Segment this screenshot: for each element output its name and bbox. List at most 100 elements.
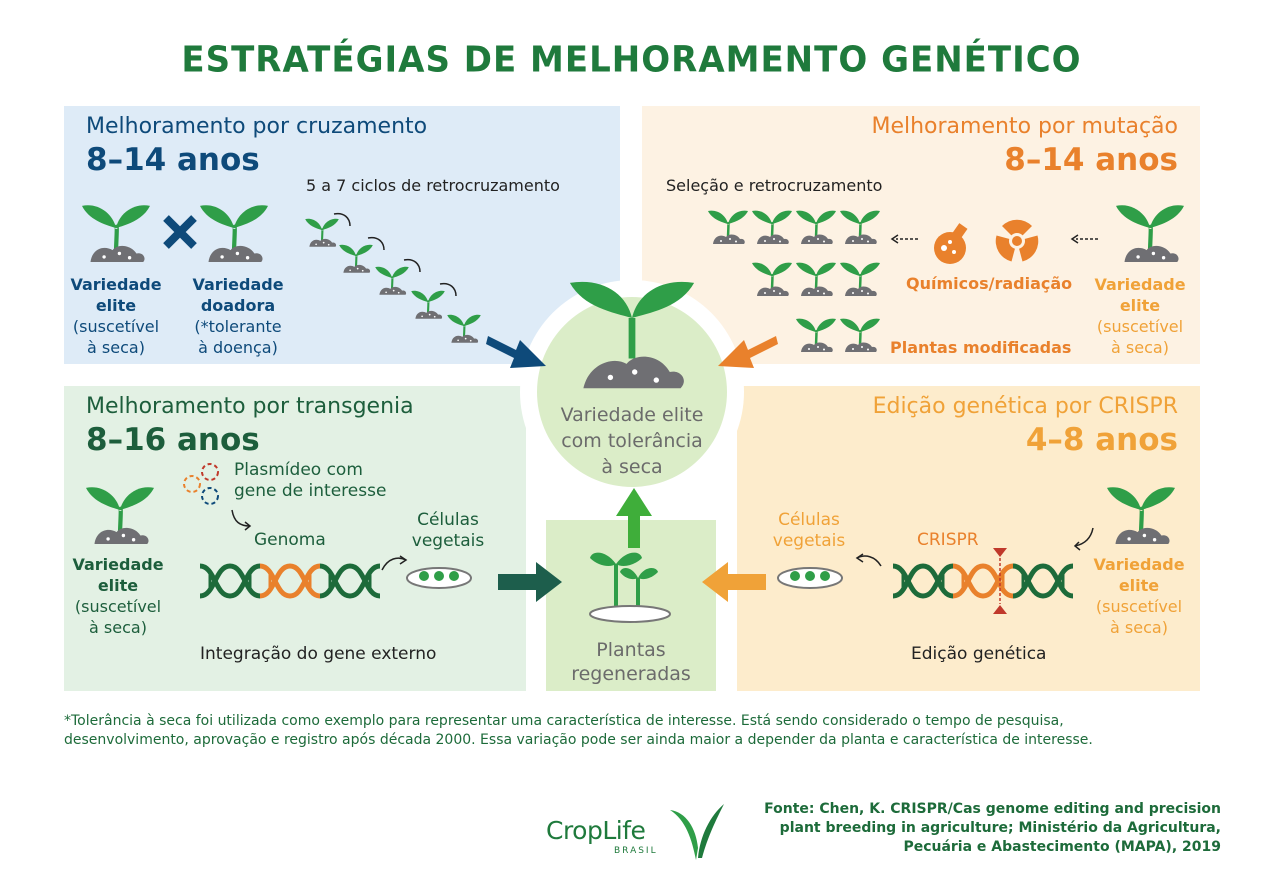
elite-mut-l1: Variedade — [1094, 275, 1186, 294]
footnote-l2: desenvolvimento, aprovação e registro ap… — [64, 732, 1093, 748]
center-l2: com tolerância — [561, 430, 703, 452]
plasmid-l1: Plasmídeo com — [234, 460, 363, 480]
cells-label-trans: Células vegetais — [408, 510, 488, 552]
center-label: Variedade elite com tolerância à seca — [537, 402, 727, 480]
elite-label-trans: Variedade elite (suscetível à seca) — [68, 554, 168, 638]
years-transgenia: 8–16 anos — [86, 422, 260, 458]
heading-mutacao: Melhoramento por mutação — [871, 114, 1178, 139]
elite-crispr-l2: elite — [1118, 576, 1160, 595]
cells-label-crispr: Células vegetais — [767, 510, 851, 552]
source-l1: Fonte: Chen, K. CRISPR/Cas genome editin… — [764, 801, 1221, 817]
elite-crispr-l1: Variedade — [1093, 555, 1185, 574]
donor-label-l1: Variedade — [192, 275, 284, 294]
curve-arrow-icon — [231, 509, 252, 531]
elite-plant-icon — [116, 228, 117, 229]
panel-mutacao: Melhoramento por mutação 8–14 anos Seleç… — [642, 106, 1200, 364]
logo-sub: BRASIL — [614, 846, 658, 856]
curve-arrow-icon-3 — [855, 553, 882, 567]
elite-plant-icon-crispr — [1141, 510, 1142, 511]
elite-mut-l2: elite — [1119, 296, 1161, 315]
backcross-steps-icon — [304, 212, 482, 344]
panel-crispr: Edição genética por CRISPR 4–8 anos Célu… — [737, 386, 1200, 691]
footnote: *Tolerância à seca foi utilizada como ex… — [64, 712, 1093, 750]
years-crispr: 4–8 anos — [1025, 422, 1178, 458]
arrow-transgenia-icon — [498, 562, 562, 602]
chem-label: Químicos/radiação — [906, 274, 1073, 293]
page-title: ESTRATÉGIAS DE MELHORAMENTO GENÉTICO — [181, 39, 1082, 81]
regen-l2: regeneradas — [571, 663, 691, 685]
panel-regen: Plantas regeneradas — [546, 520, 716, 691]
integration-label: Integração do gene externo — [200, 644, 437, 664]
heading-transgenia: Melhoramento por transgenia — [86, 394, 414, 419]
elite-crispr-l3: (suscetível — [1095, 597, 1183, 616]
elite-mut-l4: à seca) — [1111, 338, 1169, 357]
elite-trans-l2: elite — [97, 576, 139, 595]
dashed-arrow-icon — [890, 234, 918, 244]
cycles-label: 5 a 7 ciclos de retrocruzamento — [306, 176, 560, 195]
selection-label: Seleção e retrocruzamento — [666, 176, 883, 195]
elite-label-l1: Variedade — [70, 275, 162, 294]
dna-icon-crispr — [893, 566, 1073, 596]
regenerated-plants-icon — [589, 552, 671, 623]
editing-label: Edição genética — [911, 644, 1047, 664]
panel-transgenia: Melhoramento por transgenia 8–16 anos Pl… — [64, 386, 526, 691]
years-cruzamento: 8–14 anos — [86, 142, 260, 178]
elite-plant-icon-trans — [120, 510, 121, 511]
source-citation: Fonte: Chen, K. CRISPR/Cas genome editin… — [764, 800, 1221, 857]
petri-dish-icon-crispr — [777, 567, 843, 589]
elite-label-l2: elite — [95, 296, 137, 315]
cells-trans-l1: Células — [417, 510, 479, 530]
plasmid-icon — [183, 463, 219, 505]
scissors-cut-icon — [993, 548, 1007, 614]
center-plant-icon — [569, 281, 695, 389]
elite-trans-l3: (suscetível — [74, 597, 162, 616]
source-l2: plant breeding in agriculture; Ministéri… — [779, 820, 1221, 836]
donor-plant-icon — [234, 228, 235, 229]
logo-leaf-icon — [670, 804, 724, 860]
dna-icon-trans — [200, 566, 380, 596]
elite-plant-icon-mut — [1150, 228, 1151, 229]
elite-label-crispr: Variedade elite (suscetível à seca) — [1083, 554, 1195, 638]
petri-dish-icon — [406, 567, 472, 589]
arrow-mutacao-icon — [718, 336, 778, 368]
cells-crispr-l1: Células — [778, 510, 840, 530]
logo-name: CropLife — [546, 816, 646, 845]
crispr-label: CRISPR — [917, 530, 979, 550]
elite-trans-l1: Variedade — [72, 555, 164, 574]
regen-label: Plantas regeneradas — [546, 638, 716, 686]
flask-icon — [934, 223, 968, 264]
curve-arrow-icon-4 — [1073, 527, 1094, 551]
elite-label-mut: Variedade elite (suscetível à seca) — [1088, 274, 1192, 358]
years-mutacao: 8–14 anos — [1004, 142, 1178, 178]
genome-label: Genoma — [254, 530, 326, 550]
donor-label-l3: (*tolerante — [194, 317, 282, 336]
arrow-cruzamento-icon — [486, 336, 546, 368]
heading-crispr: Edição genética por CRISPR — [872, 394, 1178, 419]
regen-l1: Plantas — [596, 639, 666, 661]
donor-label-l4: à doença) — [198, 338, 278, 357]
footnote-l1: *Tolerância à seca foi utilizada como ex… — [64, 713, 1064, 729]
donor-label-l2: doadora — [200, 296, 276, 315]
source-l3: Pecuária e Abastecimento (MAPA), 2019 — [903, 839, 1221, 855]
cells-crispr-l2: vegetais — [772, 531, 846, 551]
elite-mut-l3: (suscetível — [1096, 317, 1184, 336]
center-l1: Variedade elite — [560, 404, 704, 426]
elite-crispr-l4: à seca) — [1110, 618, 1168, 637]
center-l3: à seca — [601, 456, 663, 478]
elite-label-l4: à seca) — [87, 338, 145, 357]
radiation-icon — [995, 219, 1039, 262]
modified-label: Plantas modificadas — [890, 338, 1072, 357]
arrow-up-icon — [616, 488, 652, 548]
elite-label-l3: (suscetível — [72, 317, 160, 336]
cells-trans-l2: vegetais — [411, 531, 485, 551]
curve-arrow-icon-2 — [381, 555, 408, 571]
croplife-logo: CropLife BRASIL — [546, 800, 736, 870]
panel-cruzamento: Melhoramento por cruzamento 8–14 anos 5 … — [64, 106, 620, 364]
elite-trans-l4: à seca) — [89, 618, 147, 637]
cross-icon — [163, 215, 197, 249]
dashed-arrow-icon-2 — [1070, 234, 1098, 244]
heading-cruzamento: Melhoramento por cruzamento — [86, 114, 428, 139]
plasmid-l2: gene de interesse — [234, 481, 387, 501]
donor-label: Variedade doadora (*tolerante à doença) — [188, 274, 288, 358]
elite-label: Variedade elite (suscetível à seca) — [68, 274, 164, 358]
